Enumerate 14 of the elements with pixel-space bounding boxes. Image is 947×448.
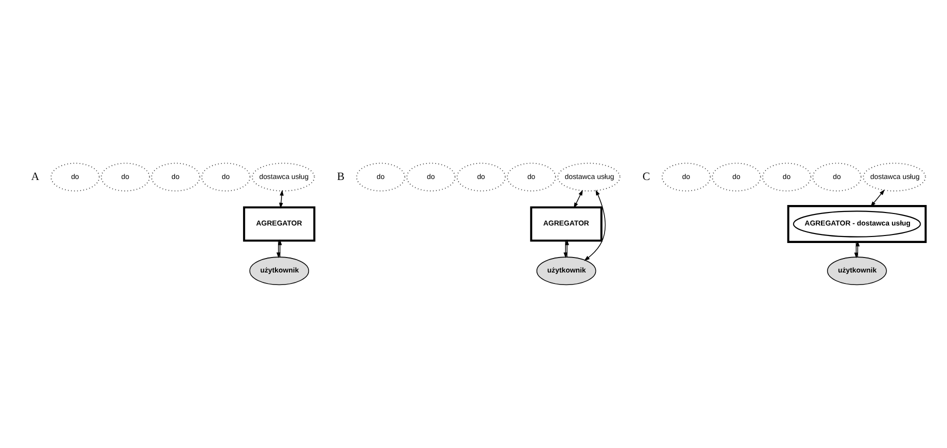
label: B (336, 170, 344, 183)
cluster (787, 205, 927, 243)
arrow (565, 240, 570, 258)
arrow (584, 190, 606, 261)
arrow (856, 240, 860, 258)
arrow (276, 240, 280, 258)
arrow (279, 190, 284, 208)
arrow (854, 242, 858, 258)
label: C (642, 170, 650, 183)
label: A (31, 170, 40, 183)
arrow (564, 240, 568, 258)
arrow (574, 190, 583, 208)
arrow (870, 189, 885, 207)
arrow (278, 240, 282, 258)
